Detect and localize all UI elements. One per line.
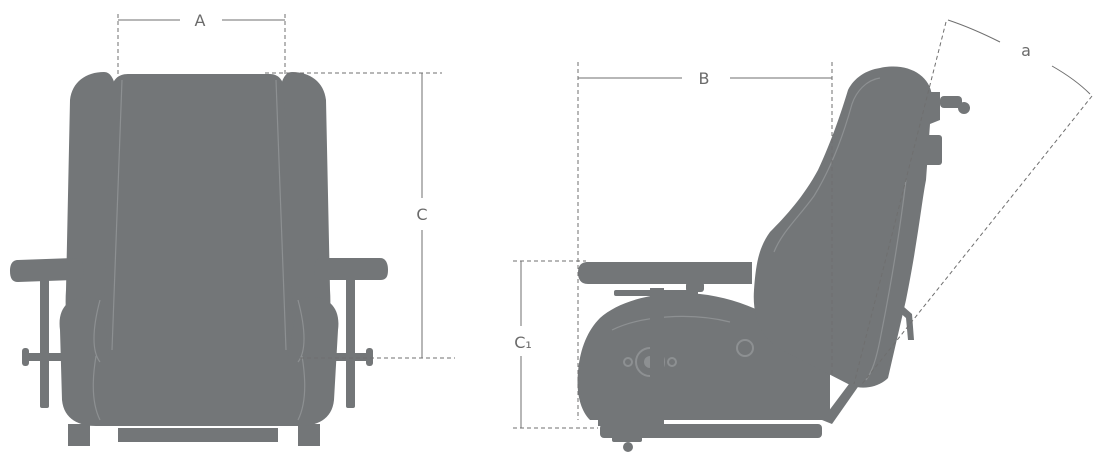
base-plate bbox=[118, 428, 278, 442]
recline-pivot bbox=[736, 339, 754, 357]
head-knob bbox=[940, 96, 962, 108]
side-view-seat bbox=[577, 66, 970, 452]
left-adjust-lever bbox=[24, 353, 64, 361]
side-armrest bbox=[578, 262, 752, 284]
label-c1: C₁ bbox=[514, 333, 532, 352]
lumbar-adjuster bbox=[914, 112, 924, 184]
right-armrest-post bbox=[346, 278, 355, 408]
right-back-bolster bbox=[280, 72, 331, 372]
dimension-recline-angle: a bbox=[853, 19, 1093, 385]
recline-handle bbox=[890, 300, 914, 340]
label-a-angle: a bbox=[1021, 41, 1031, 60]
base-foot-left bbox=[68, 424, 90, 446]
rail-knob bbox=[623, 442, 633, 452]
left-armrest bbox=[10, 258, 84, 282]
dimension-c: C bbox=[265, 72, 455, 359]
left-armrest-post bbox=[40, 278, 49, 408]
label-c: C bbox=[416, 205, 427, 224]
side-backrest bbox=[753, 66, 932, 388]
armrest-lever bbox=[614, 290, 698, 296]
slide-rail bbox=[600, 424, 822, 438]
dimension-a: A bbox=[117, 11, 286, 78]
right-adjust-lever bbox=[330, 353, 372, 361]
label-b: B bbox=[699, 69, 710, 88]
label-a: A bbox=[195, 11, 206, 30]
dimension-c1: C₁ bbox=[513, 260, 598, 429]
front-view-seat bbox=[10, 72, 388, 446]
armrest-post bbox=[650, 288, 664, 408]
seat-cushion bbox=[59, 297, 339, 426]
backrest bbox=[102, 74, 294, 362]
left-back-bolster bbox=[65, 72, 116, 372]
dimension-b: B bbox=[577, 62, 833, 420]
base-foot-right bbox=[298, 424, 320, 446]
right-armrest bbox=[314, 258, 388, 280]
